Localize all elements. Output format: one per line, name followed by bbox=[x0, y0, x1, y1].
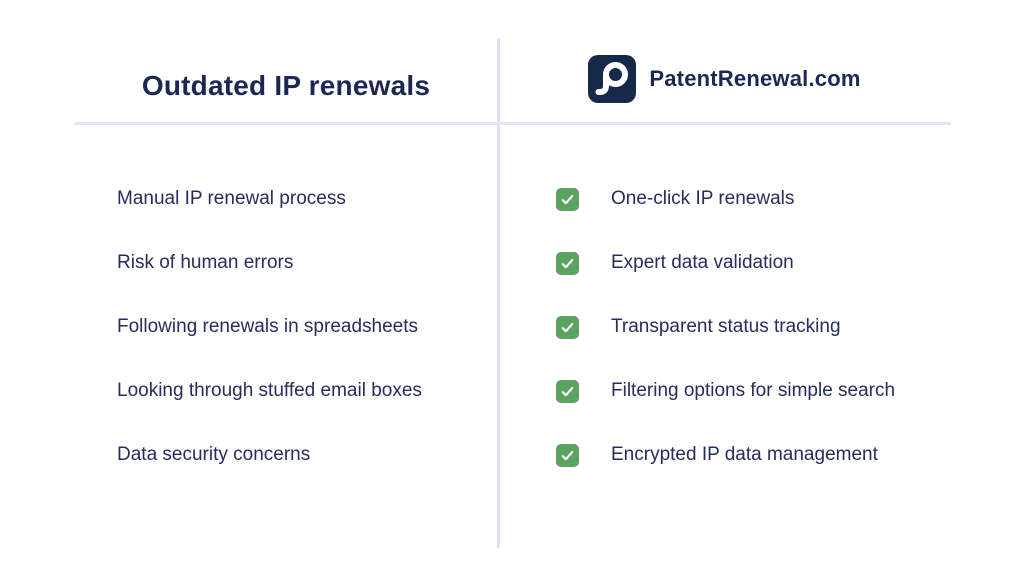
patentrenewal-logo-icon bbox=[588, 55, 637, 103]
list-item-label: Looking through stuffed email boxes bbox=[117, 380, 422, 401]
benefits-list: One-click IP renewals Expert data valida… bbox=[556, 167, 966, 487]
brand-name: PatentRenewal.com bbox=[649, 66, 861, 91]
list-item: Filtering options for simple search bbox=[556, 359, 966, 423]
brand-header: PatentRenewal.com bbox=[498, 55, 951, 103]
list-item-label: Data security concerns bbox=[117, 444, 311, 465]
list-item: One-click IP renewals bbox=[556, 167, 966, 231]
list-item: Following renewals in spreadsheets bbox=[117, 295, 492, 359]
list-item-label: Manual IP renewal process bbox=[117, 188, 346, 209]
list-item-label: Encrypted IP data management bbox=[611, 444, 878, 465]
horizontal-divider bbox=[74, 122, 951, 125]
list-item-label: One-click IP renewals bbox=[611, 188, 795, 209]
left-column-title: Outdated IP renewals bbox=[141, 70, 431, 101]
list-item: Data security concerns bbox=[117, 423, 492, 487]
checkmark-icon bbox=[556, 187, 579, 211]
list-item: Looking through stuffed email boxes bbox=[117, 359, 492, 423]
list-item: Transparent status tracking bbox=[556, 295, 966, 359]
checkmark-icon bbox=[556, 251, 579, 275]
checkmark-icon bbox=[556, 443, 579, 467]
list-item: Risk of human errors bbox=[117, 231, 492, 295]
checkmark-icon bbox=[556, 379, 579, 403]
list-item-label: Risk of human errors bbox=[117, 252, 294, 273]
list-item: Manual IP renewal process bbox=[117, 167, 492, 231]
list-item: Encrypted IP data management bbox=[556, 423, 966, 487]
list-item-label: Following renewals in spreadsheets bbox=[117, 316, 418, 337]
outdated-items-list: Manual IP renewal process Risk of human … bbox=[117, 167, 492, 487]
vertical-divider bbox=[497, 38, 500, 548]
list-item-label: Transparent status tracking bbox=[611, 316, 841, 337]
list-item-label: Expert data validation bbox=[611, 252, 794, 273]
list-item-label: Filtering options for simple search bbox=[611, 380, 896, 401]
checkmark-icon bbox=[556, 315, 579, 339]
list-item: Expert data validation bbox=[556, 231, 966, 295]
